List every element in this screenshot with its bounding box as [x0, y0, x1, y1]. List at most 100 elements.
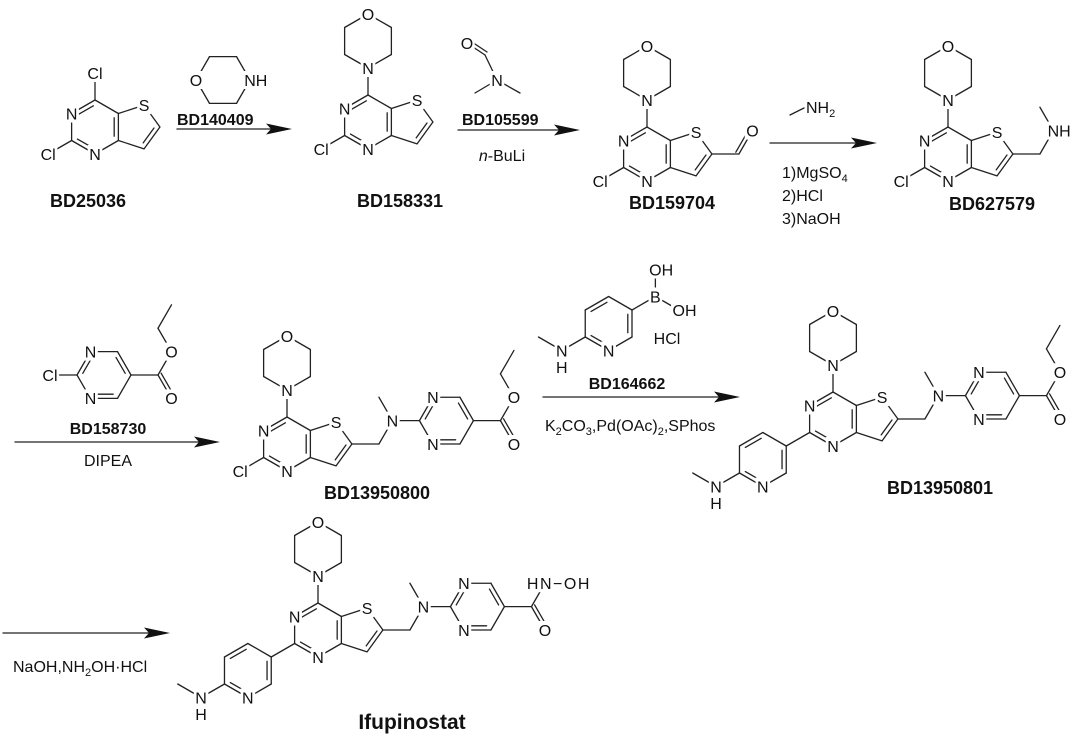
bond [340, 642, 368, 653]
bonds [239, 335, 518, 472]
atom-label: N [710, 479, 722, 496]
bond [738, 431, 764, 447]
label-mask [489, 71, 505, 89]
atom-label: S [992, 125, 1003, 142]
step4-conditions: DIPEA [84, 453, 132, 470]
atom-label: N [933, 388, 945, 405]
bond [584, 295, 610, 311]
atom-label: N [281, 464, 293, 481]
label-mask [83, 389, 98, 408]
step3-condition-2: 2)HCl [782, 188, 823, 205]
label-mask [360, 5, 376, 23]
compound-label-bd627579: BD627579 [949, 194, 1035, 214]
bond [390, 134, 418, 145]
bond [416, 121, 434, 145]
atom-label: N [942, 93, 954, 110]
label-mask [40, 366, 60, 384]
bond [832, 391, 858, 407]
label-mask [671, 301, 699, 319]
bond [814, 397, 833, 408]
compound-label-bd25036: BD25036 [50, 191, 126, 211]
atom-label: N [89, 147, 101, 164]
bond [488, 588, 500, 606]
label-mask [917, 131, 932, 150]
label-mask [591, 172, 610, 190]
bond [490, 605, 506, 631]
atom-label: N [242, 690, 254, 707]
label-mask [279, 462, 295, 480]
bond [1003, 377, 1015, 395]
atom-label: N [418, 599, 430, 616]
atom-label: N [312, 650, 324, 667]
bond [367, 94, 393, 110]
bond [490, 582, 506, 608]
atom-label: Cl [87, 66, 102, 83]
label-mask [555, 359, 568, 377]
atom-label: N [427, 390, 439, 407]
label-mask [279, 327, 295, 345]
bond [286, 416, 312, 432]
label-mask [708, 477, 724, 496]
atom-label: O [1054, 365, 1066, 382]
label-mask [83, 342, 98, 361]
atom-label-h: H [556, 360, 568, 377]
label-mask [616, 131, 631, 150]
bond [157, 304, 173, 329]
atom-label: N [458, 623, 470, 640]
arrowhead [851, 137, 877, 149]
bond [789, 107, 805, 116]
bond [229, 648, 247, 660]
label-mask [892, 172, 911, 190]
atom-label: OH [649, 262, 673, 279]
atom-label-h: H [710, 496, 722, 513]
label-mask [425, 388, 441, 407]
atom-label: O [165, 344, 177, 361]
atom-label: O [165, 391, 177, 408]
bond [995, 154, 1008, 171]
label-mask [710, 495, 723, 513]
label-mask [279, 381, 295, 399]
atom-label: N [641, 93, 653, 110]
label-mask [554, 341, 570, 360]
atom-label: N [973, 365, 985, 382]
atom-label: O [827, 304, 839, 321]
atom-label: Cl [42, 368, 57, 385]
arrow-step3 [769, 137, 877, 149]
atom-label: N [603, 343, 615, 360]
label-mask [137, 96, 151, 115]
structure-dmf-reagent: NO [459, 34, 521, 94]
arrowhead [194, 436, 220, 448]
bond [317, 602, 343, 618]
bond [299, 608, 318, 619]
arrowhead [266, 123, 292, 135]
atom-labels: NO [459, 34, 505, 90]
atom-label: N [641, 174, 653, 191]
bond [117, 139, 145, 150]
atom-label: O [539, 623, 551, 640]
bond [366, 629, 384, 653]
atom-label: OH [673, 303, 697, 320]
bond [762, 431, 787, 447]
label-mask [337, 99, 352, 118]
label-mask [416, 597, 431, 616]
compound-label-bd13950800: BD13950800 [324, 483, 430, 503]
bond [590, 301, 608, 313]
atom-label: O [281, 329, 293, 346]
label-mask [940, 91, 956, 109]
label-mask [385, 411, 400, 430]
label-mask [639, 172, 655, 190]
label-mask [310, 567, 326, 585]
bond [365, 630, 378, 647]
bond [270, 642, 296, 658]
bond [268, 422, 287, 433]
step3-condition-3: 3)NaOH [782, 211, 841, 228]
